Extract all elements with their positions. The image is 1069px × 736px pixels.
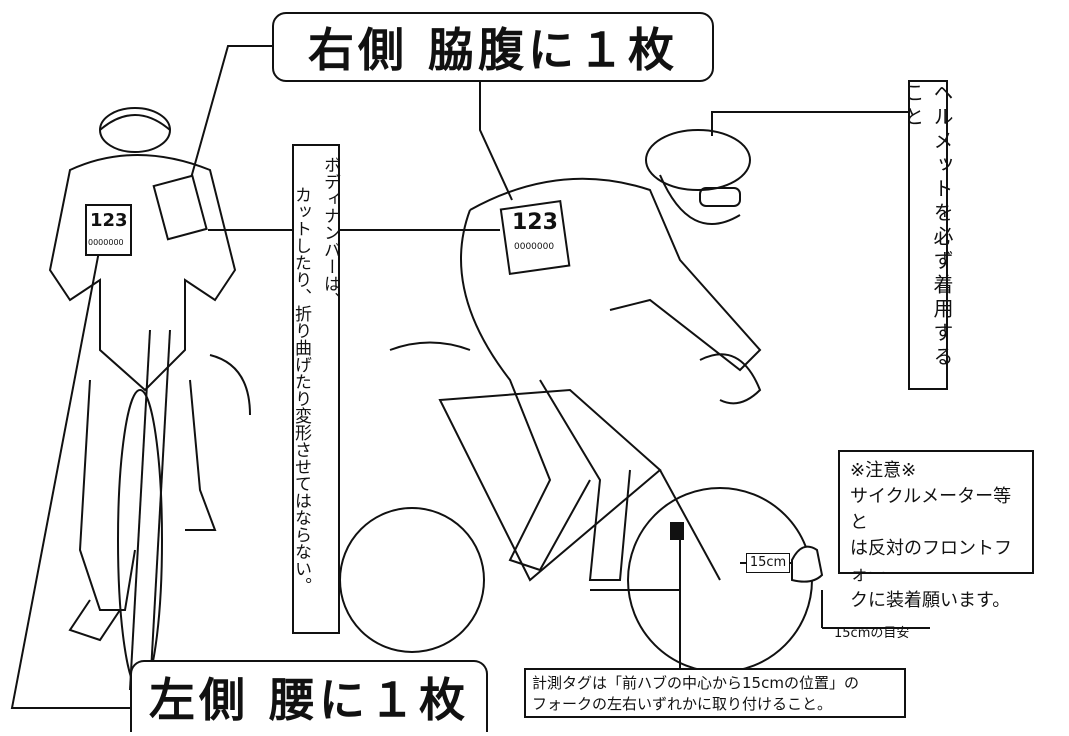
helmet-note: ヘルメットを必ず着用すること bbox=[901, 80, 954, 390]
tag-mounting-note: 計測タグは「前ハブの中心から15cmの位置」の フォークの左右いずれかに取り付け… bbox=[524, 668, 906, 718]
body-number-note-line1: ボディナンバーは、 bbox=[320, 156, 340, 309]
body-number-note-line2: カットしたり、折り曲げたり変形させてはならない。 bbox=[291, 186, 311, 594]
left-side-label: 左側 腰に１枚 bbox=[130, 660, 488, 732]
tag-note-line2: フォークの左右いずれかに取り付けること。 bbox=[532, 695, 833, 713]
thumbs-pointer-icon bbox=[791, 545, 824, 583]
distance-caption: 15cmの目安 bbox=[834, 626, 910, 641]
side-bib bbox=[499, 200, 571, 275]
body-number-note: ボディナンバーは、 カットしたり、折り曲げたり変形させてはならない。 bbox=[291, 144, 340, 634]
caution-note: ※注意※ サイクルメーター等と は反対のフロントフォー クに装着願います。 bbox=[838, 450, 1034, 611]
caution-line2: は反対のフロントフォー bbox=[850, 538, 1012, 585]
distance-tag: 15cm bbox=[746, 553, 790, 573]
right-side-label: 右側 脇腹に１枚 bbox=[272, 12, 714, 82]
rear-bib-number: 123 bbox=[90, 210, 128, 231]
rear-bib bbox=[85, 174, 208, 256]
rear-bib-code: 0000000 bbox=[88, 238, 124, 247]
caution-title: ※注意※ bbox=[850, 460, 917, 481]
tag-note-line1: 計測タグは「前ハブの中心から15cmの位置」の bbox=[532, 674, 859, 692]
leader-lines bbox=[10, 45, 930, 709]
caution-line3: クに装着願います。 bbox=[850, 590, 1011, 611]
side-bib-number: 123 bbox=[512, 210, 558, 235]
caution-line1: サイクルメーター等と bbox=[850, 486, 1012, 533]
rear-rider bbox=[48, 107, 251, 691]
timing-tag bbox=[670, 522, 684, 540]
side-rider bbox=[339, 129, 813, 673]
side-bib-code: 0000000 bbox=[514, 242, 555, 252]
